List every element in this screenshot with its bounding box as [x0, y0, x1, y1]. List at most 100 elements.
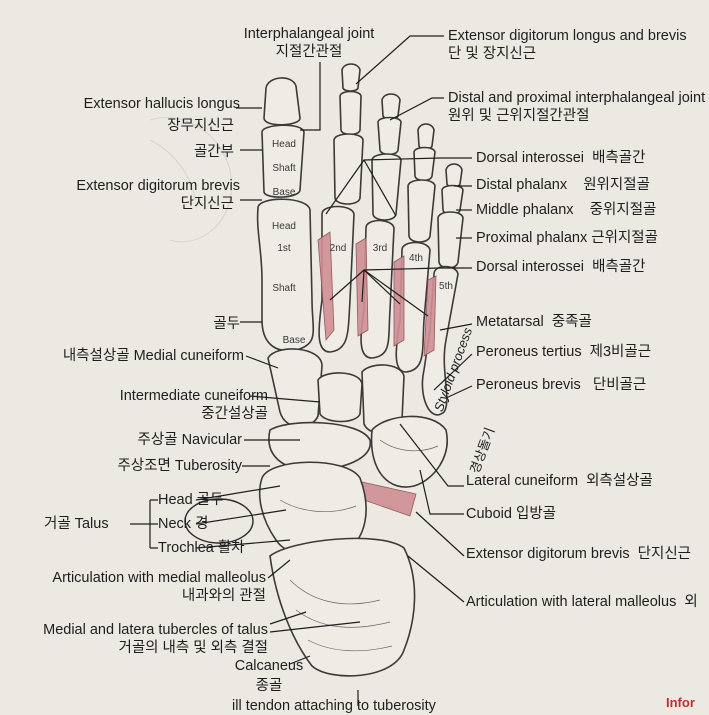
bone-mark-shaft: Shaft [272, 163, 296, 174]
toe4-distal [417, 123, 435, 150]
label-cuboid: Cuboid 입방골 [466, 506, 556, 523]
label-tuberosity-en: Tuberosity [174, 458, 242, 474]
label-intermediate-cuneiform: Intermediate cuneiform [119, 388, 268, 404]
label-talus-trochlea: Trochlea 활차 [158, 540, 245, 557]
label-dorsal-interossei-bottom: Dorsal interossei 배측골간 [476, 259, 645, 276]
bone-mark-head2: Head [272, 221, 296, 232]
leader-dorsal-interossei-bottom-3 [363, 269, 401, 305]
third-metatarsal [360, 219, 395, 359]
label-ext-dig-brevis-left-ko: 단지신근 [180, 196, 234, 212]
label-tuberosity-ko: 주상조면 [117, 458, 171, 474]
toe3-middle [377, 116, 402, 156]
toe3-distal [381, 93, 401, 120]
label-talus-neck: Neck 경 [158, 516, 208, 533]
label-metatarsal-ko: 중족골 [551, 314, 592, 330]
label-medial-cuneiform-en: Medial cuneiform [133, 348, 244, 364]
background-faded-figure [149, 116, 232, 243]
leader-ext-dig-longus [355, 35, 444, 85]
label-ext-dig-brevis-right-ko: 단지신근 [637, 546, 692, 562]
label-distal-phalanx: Distal phalanx 원위지절골 [476, 177, 650, 194]
label-proximal-phalanx-ko: 근위지절골 [591, 230, 658, 246]
label-ext-dig-longus-brevis: Extensor digitorum longus and brevis [448, 28, 687, 44]
label-tubercles-ko: 거골의 내측 및 외측 결절 [118, 640, 268, 656]
label-tubercles: Medial and latera tubercles of talus [43, 622, 268, 638]
label-lateral-cuneiform-ko: 외측설상골 [586, 473, 653, 489]
leader-dorsal-interossei-top [325, 157, 472, 215]
label-art-medial-malleolus-ko: 내과와의 관절 [181, 588, 266, 604]
fourth-metatarsal [395, 241, 431, 373]
label-proximal-phalanx: Proximal phalanx 근위지절골 [476, 230, 658, 247]
talus-bracket [130, 499, 158, 549]
medial-cuneiform-bone [267, 348, 323, 428]
label-distal-phalanx-en: Distal phalanx [476, 177, 568, 193]
label-dorsal-interossei-bottom-ko: 배측골간 [592, 259, 646, 275]
leader-ext-dig-brevis-right [415, 511, 465, 557]
leader-talus-head [195, 485, 281, 501]
label-golganbu: 골간부 [193, 144, 234, 160]
interosseus-2 [355, 237, 369, 337]
toe3-proximal [371, 153, 402, 221]
leader-calcaneus [289, 655, 311, 665]
label-peroneus-brevis: Peroneus brevis 단비골근 [476, 377, 646, 394]
label-talus: 거골 Talus [44, 516, 109, 533]
leader-dorsal-interossei-bottom-2 [361, 269, 365, 303]
label-ext-dig-longus-brevis-ko: 단 및 장지신근 [448, 46, 537, 62]
label-talus-head: Head 골두 [158, 492, 223, 509]
label-ext-dig-brevis-right-en: Extensor digitorum brevis [466, 546, 630, 562]
label-distal-phalanx-ko: 원위지절골 [583, 177, 650, 193]
leader-peroneus-tertius [433, 353, 473, 391]
interosseus-1 [317, 231, 335, 342]
leader-tubercles-2 [269, 621, 361, 633]
intermediate-cuneiform-bone [317, 372, 363, 423]
label-middle-phalanx: Middle phalanx 중위지절골 [476, 202, 656, 219]
label-ext-dig-brevis-left: Extensor digitorum brevis [76, 178, 240, 194]
interosseus-4 [423, 275, 437, 357]
label-peroneus-tertius: Peroneus tertius 제3비골근 [476, 344, 651, 361]
label-dist-prox-ip: Distal and proximal interphalangeal join… [448, 90, 706, 106]
label-lateral-cuneiform: Lateral cuneiform 외측설상골 [466, 473, 653, 490]
label-peroneus-brevis-en: Peroneus brevis [476, 377, 581, 393]
leader-dorsal-interossei-bottom-4 [363, 269, 429, 317]
label-dorsal-interossei-top-en: Dorsal interossei [476, 150, 584, 166]
bone-mark-head: Head [272, 139, 296, 150]
toe2-distal [341, 63, 361, 92]
fifth-metatarsal [421, 265, 459, 416]
label-calcaneus-ko: 종골 [255, 678, 283, 694]
label-ext-hall-longus-ko: 장무지신근 [167, 118, 234, 134]
label-talus-neck-en: Neck [158, 516, 192, 532]
leader-cuboid [419, 469, 464, 515]
leader-art-lateral-malleolus [407, 555, 465, 603]
label-navicular-ko: 주상골 [137, 432, 178, 448]
bone-mark-second: 2nd [329, 243, 347, 254]
label-middle-phalanx-ko: 중위지절골 [589, 202, 657, 218]
label-peroneus-brevis-ko: 단비골근 [592, 377, 647, 393]
bone-mark-first: 1st [277, 243, 291, 254]
label-peroneus-tertius-en: Peroneus tertius [476, 344, 582, 360]
toe4-proximal [407, 179, 436, 243]
label-talus-trochlea-en: Trochlea [158, 540, 214, 556]
label-metatarsal: Metatarsal 중족골 [476, 314, 592, 331]
leader-dist-prox-ip [389, 97, 444, 121]
label-middle-phalanx-en: Middle phalanx [476, 202, 574, 218]
metatarsals [256, 198, 459, 416]
leader-dorsal-interossei-bottom [329, 267, 472, 301]
label-interphalangeal-joint: Interphalangeal joint [243, 26, 375, 42]
toe4-middle [413, 146, 436, 182]
label-art-lateral-malleolus: Articulation with lateral malleolus 외 [466, 594, 698, 611]
interosseus-3 [393, 255, 405, 347]
label-talus-ko: 거골 [44, 516, 71, 532]
label-talus-head-ko: 골두 [196, 492, 224, 508]
label-metatarsal-en: Metatarsal [476, 314, 544, 330]
label-medial-cuneiform-ko: 내측설상골 [62, 348, 130, 364]
label-navicular: 주상골 Navicular [14, 432, 243, 449]
label-interphalangeal-joint-ko: 지절간관절 [275, 44, 343, 60]
label-medial-cuneiform: 내측설상골 Medial cuneiform [14, 348, 244, 365]
label-peroneus-tertius-ko: 제3비골근 [589, 344, 652, 360]
big-toe-distal-phalanx [263, 77, 301, 126]
label-talus-en: Talus [74, 516, 109, 532]
handwritten-circle [184, 498, 254, 544]
leader-lateral-cuneiform [399, 423, 464, 487]
label-navicular-en: Navicular [181, 432, 242, 448]
